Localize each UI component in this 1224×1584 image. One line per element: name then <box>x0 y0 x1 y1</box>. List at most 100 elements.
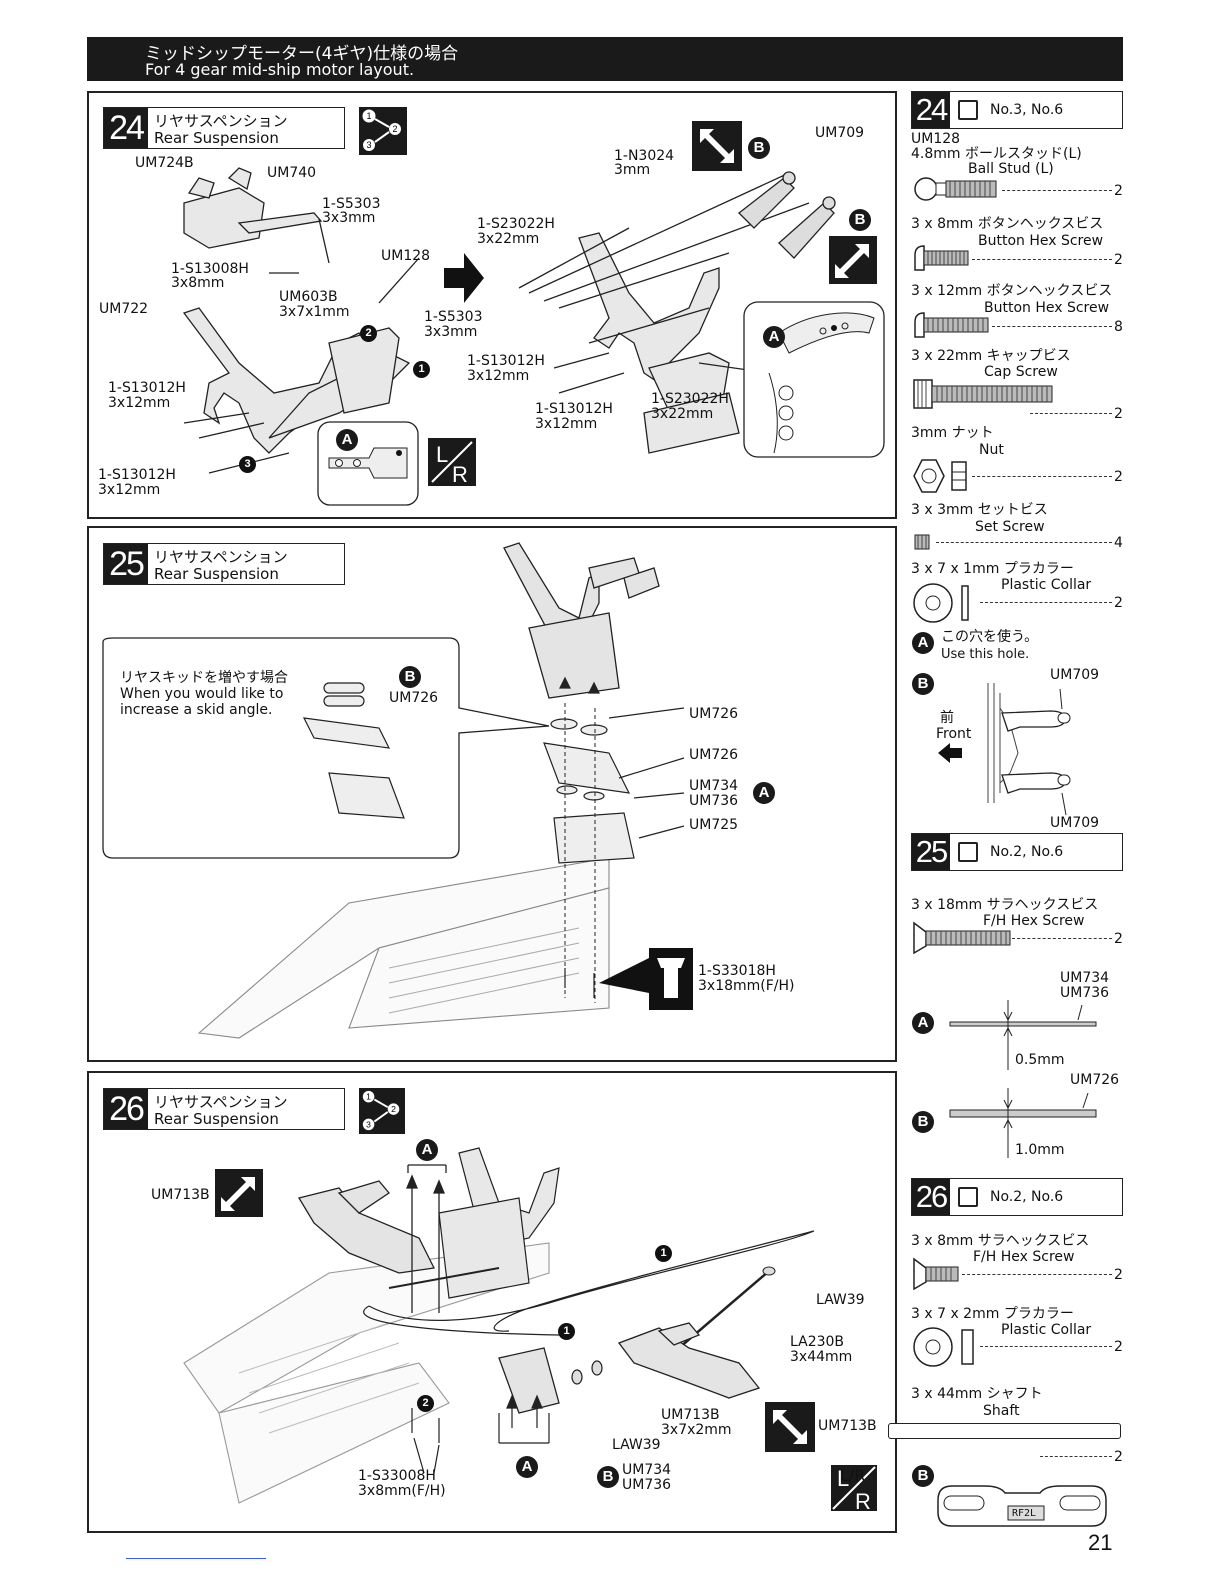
section-header: ミッドシップモーター(4ギヤ)仕様の場合 For 4 gear mid-ship… <box>87 37 1123 81</box>
svg-text:L: L <box>837 1466 849 1491</box>
part-3x22-cap-jp: 3 x 22mm キャップビス <box>911 348 1071 364</box>
qty-leader <box>962 1274 1112 1275</box>
part-3x8-button-en: Button Hex Screw <box>978 233 1104 249</box>
header-title-en: For 4 gear mid-ship motor layout. <box>145 60 415 79</box>
parts-bag-icon <box>958 1187 978 1207</box>
plastic-collar-icon <box>913 583 969 623</box>
label-1-s13012h-d-size: 3x12mm <box>535 416 598 432</box>
part-qty: 4 <box>1114 535 1123 551</box>
set-screw-icon <box>914 534 930 550</box>
label-law39-a: LAW39 <box>816 1292 865 1308</box>
label-1-s13012h-a: 1-S13012H <box>108 380 186 396</box>
qty-leader <box>1040 1456 1112 1457</box>
qty-leader <box>936 542 1112 543</box>
order-marker-1-b: 1 <box>558 1323 575 1340</box>
thickness-a-um734: UM734 <box>1060 970 1110 986</box>
label-1-s13008h-size: 3x8mm <box>171 275 225 291</box>
sequence-order-icon: 1 2 3 <box>359 107 407 155</box>
part-3x3-set-en: Set Screw <box>975 519 1045 535</box>
order-marker-2: 2 <box>417 1395 434 1412</box>
label-1-s5303-b-size: 3x3mm <box>424 324 478 340</box>
label-law39-b: LAW39 <box>612 1437 661 1453</box>
thickness-b-value: 1.0mm <box>1015 1142 1065 1158</box>
flat-head-screw-icon <box>913 1257 959 1291</box>
step-26-title-jp: リヤサスペンション <box>154 1093 288 1111</box>
expand-arrows-icon <box>765 1402 815 1452</box>
detail-b-marker-1: B <box>748 137 770 159</box>
label-1-n3024: 1-N3024 <box>614 148 675 164</box>
parts-bag-icon <box>958 100 978 120</box>
parts-25-number: 25 <box>912 834 950 870</box>
label-1-s13012h-a-size: 3x12mm <box>108 395 171 411</box>
sequence-order-icon: 1 2 3 <box>359 1088 405 1134</box>
part-qty: 2 <box>1114 252 1123 268</box>
order-marker-3: 3 <box>239 456 256 473</box>
svg-text:3: 3 <box>366 140 371 150</box>
detail-a-marker: A <box>336 429 358 451</box>
label-um726-callout: UM726 <box>389 690 439 706</box>
thickness-b-marker: B <box>912 1111 934 1133</box>
part-3x22-cap-en: Cap Screw <box>984 364 1058 380</box>
label-um713b-a: UM713B <box>151 1187 210 1203</box>
callout-text-jp: リヤスキッドを増やす場合 <box>120 670 288 686</box>
expand-arrows-icon <box>692 121 742 171</box>
note-a-marker: A <box>912 632 934 654</box>
svg-text:1: 1 <box>366 111 371 121</box>
part-qty: 8 <box>1114 319 1123 335</box>
label-1-s23022h-b: 1-S23022H <box>651 391 729 407</box>
label-1-s23022h-b-size: 3x22mm <box>651 406 714 422</box>
svg-text:2: 2 <box>392 124 397 134</box>
step-25-assembly-drawing <box>102 542 693 1039</box>
label-1-s13012h-b: 1-S13012H <box>98 467 176 483</box>
qty-leader <box>1030 413 1112 414</box>
hinge-block-drawing <box>937 1485 1107 1527</box>
label-um709: UM709 <box>815 125 865 141</box>
qty-leader <box>980 1346 1112 1347</box>
parts-24-number: 24 <box>912 92 950 128</box>
detail-a-marker-right: A <box>763 326 785 348</box>
part-3x12-button-en: Button Hex Screw <box>984 300 1110 316</box>
qty-leader <box>972 476 1112 477</box>
label-um128: UM128 <box>381 248 431 264</box>
svg-text:3: 3 <box>366 1119 371 1129</box>
qty-leader <box>980 602 1112 603</box>
button-screw-icon <box>914 312 989 338</box>
detail-a-marker: A <box>753 782 775 804</box>
detail-b-marker: B <box>399 666 421 688</box>
detail-a-marker-bottom: A <box>516 1456 538 1478</box>
part-3x44-shaft-jp: 3 x 44mm シャフト <box>911 1386 1043 1402</box>
label-1-s13012h-c-size: 3x12mm <box>467 368 530 384</box>
label-um734: UM734 <box>622 1462 672 1478</box>
part-qty: 2 <box>1114 469 1123 485</box>
part-um128-name-en: Ball Stud (L) <box>968 161 1054 177</box>
step-24-title-en: Rear Suspension <box>154 129 279 147</box>
label-um603b-size: 3x7x1mm <box>279 304 350 320</box>
thickness-a-um736: UM736 <box>1060 985 1110 1001</box>
label-um736: UM736 <box>689 793 739 809</box>
part-3mm-nut-jp: 3mm ナット <box>911 425 994 441</box>
svg-text:2: 2 <box>391 1104 396 1114</box>
spacer-thickness-b-drawing <box>949 1088 1097 1158</box>
label-um713b-c: UM713B <box>818 1418 877 1434</box>
note-b-marker: B <box>912 1465 934 1487</box>
label-1-s13008h: 1-S13008H <box>171 261 249 277</box>
ball-stud-icon <box>914 177 997 201</box>
step-26-panel <box>87 1071 897 1533</box>
label-1-n3024-size: 3mm <box>614 162 651 178</box>
cap-screw-icon <box>913 379 1053 409</box>
svg-text:L: L <box>436 442 448 467</box>
part-qty: 2 <box>1114 1267 1123 1283</box>
qty-leader <box>992 326 1112 327</box>
shaft-icon <box>888 1423 1121 1439</box>
step-24-assembly-drawing <box>182 167 885 506</box>
label-1-s13012h-c: 1-S13012H <box>467 353 545 369</box>
part-um128-code: UM128 <box>911 131 961 147</box>
part-3x3-set-jp: 3 x 3mm セットビス <box>911 502 1048 518</box>
label-um726-b: UM726 <box>689 747 739 763</box>
parts-bag-icon <box>958 842 978 862</box>
step-24-number: 24 <box>104 108 148 148</box>
svg-text:R: R <box>452 462 468 486</box>
note-b-um709-top: UM709 <box>1050 667 1100 683</box>
footer-link-line <box>126 1558 266 1559</box>
parts-25-header: 25 No.2, No.6 <box>911 833 1123 871</box>
